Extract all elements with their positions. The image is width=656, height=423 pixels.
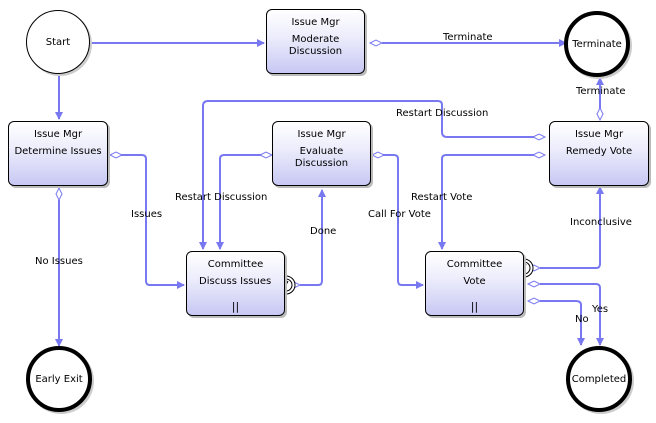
parallel-marker: || [470, 300, 479, 313]
edge-label-call-for-vote: Call For Vote [368, 209, 431, 220]
node-role: Issue Mgr [291, 17, 340, 28]
node-name: Moderate Discussion [288, 34, 343, 57]
edge-done [300, 189, 326, 286]
edge-label-no-issues: No Issues [35, 256, 83, 267]
node-role: Committee [446, 259, 503, 270]
node-role: Issue Mgr [33, 129, 83, 140]
early-exit-label: Early Exit [35, 373, 83, 385]
node-name: Remedy Vote [565, 146, 633, 157]
determine-issues-node[interactable]: Issue Mgr Determine Issues [8, 121, 108, 186]
node-name: Evaluate Discussion [294, 146, 349, 169]
edge-label-no: No [575, 314, 589, 325]
edge-yes [540, 283, 604, 346]
diamond-evaluate-right [370, 151, 386, 159]
node-name: Determine Issues [14, 146, 102, 157]
edge-label-restart-vote: Restart Vote [411, 192, 473, 203]
edge-label-done: Done [310, 226, 337, 237]
edge-issues [120, 154, 185, 289]
evaluate-discussion-node[interactable]: Issue Mgr Evaluate Discussion [272, 121, 371, 186]
edge-call-for-vote [382, 154, 424, 289]
moderate-discussion-node[interactable]: Issue Mgr Moderate Discussion [266, 9, 365, 74]
edge-label-issues: Issues [131, 209, 163, 220]
diamond-remedy-top [596, 106, 604, 122]
diamond-vote-yes [526, 280, 542, 288]
node-role: Committee [207, 259, 264, 270]
edge-restart-discussion-mid [216, 154, 265, 250]
edge-label-yes: Yes [592, 304, 609, 315]
discuss-issues-node[interactable]: Committee Discuss Issues || [186, 251, 285, 316]
start-node[interactable]: Start [26, 10, 90, 74]
edge-label-terminate-right: Terminate [576, 86, 626, 97]
diamond-moderate [368, 39, 384, 47]
edge-inconclusive [540, 186, 604, 269]
edge-label-inconclusive: Inconclusive [570, 217, 632, 228]
diamond-remedy-1 [531, 133, 547, 141]
parallel-marker: || [231, 300, 240, 313]
remedy-vote-node[interactable]: Issue Mgr Remedy Vote [549, 121, 649, 186]
diamond-evaluate-left [258, 151, 274, 159]
edge-restart-vote [438, 154, 535, 250]
edge-no [540, 300, 585, 346]
diamond-vote-no [526, 297, 542, 305]
completed-node[interactable]: Completed [566, 346, 632, 412]
diamond-determine-bottom [55, 186, 63, 202]
edge-label-terminate-top: Terminate [443, 32, 493, 43]
node-role: Issue Mgr [297, 129, 346, 140]
edge-restart-discussion-top [199, 100, 535, 250]
node-role: Issue Mgr [574, 129, 624, 140]
terminate-label: Terminate [572, 38, 622, 50]
vote-node[interactable]: Committee Vote || [425, 251, 524, 316]
edge-label-restart-discussion-top: Restart Discussion [396, 108, 489, 119]
diamond-remedy-2 [531, 151, 547, 159]
node-name: Discuss Issues [199, 276, 272, 287]
diamond-determine-right [108, 151, 124, 159]
completed-label: Completed [571, 373, 627, 385]
node-name: Vote [463, 276, 486, 287]
early-exit-node[interactable]: Early Exit [26, 346, 92, 412]
edge-label-restart-discussion-mid: Restart Discussion [175, 192, 268, 203]
terminate-node[interactable]: Terminate [564, 11, 630, 77]
start-label: Start [45, 36, 71, 48]
